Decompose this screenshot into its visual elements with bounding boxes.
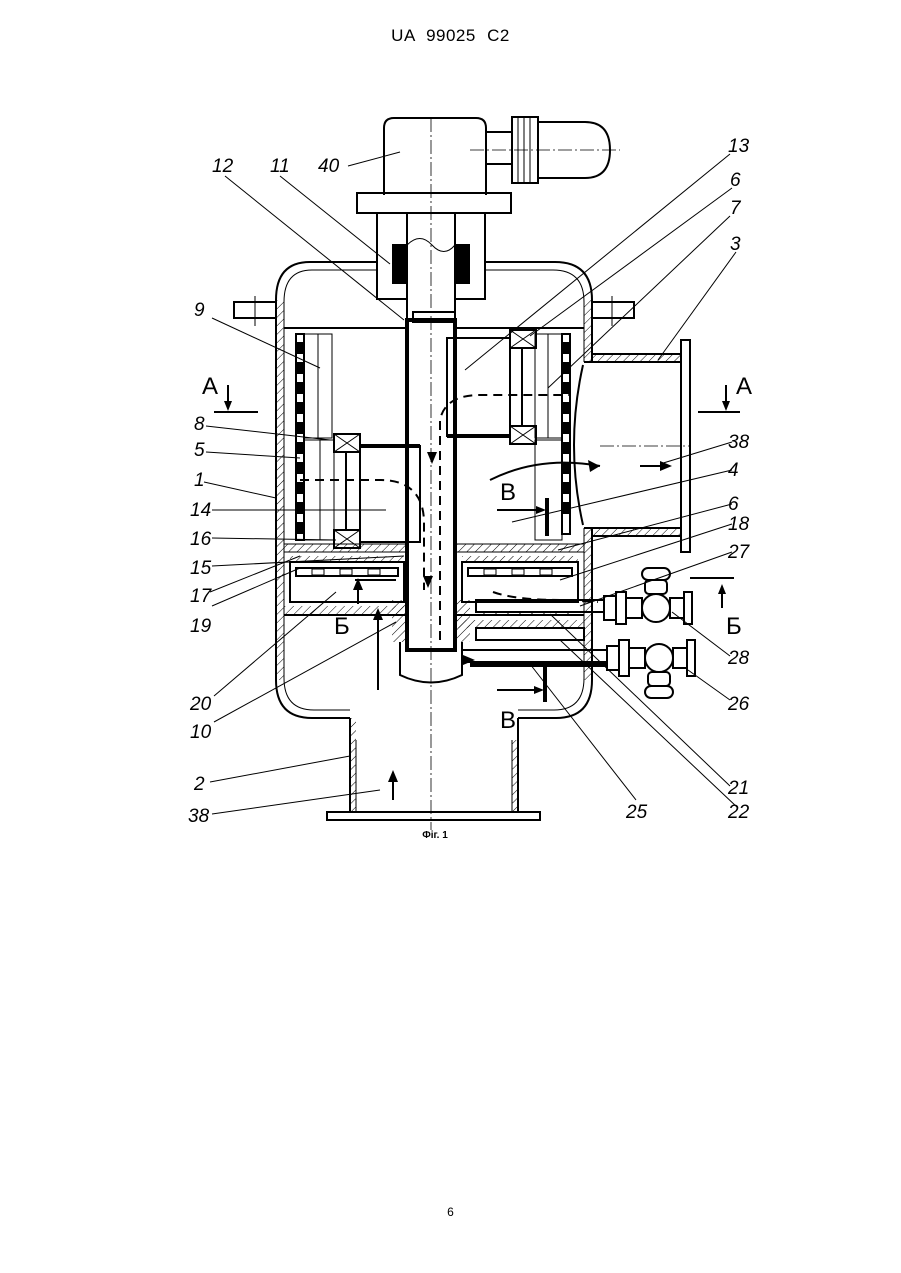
label-28: 28 [727, 648, 750, 669]
label-1: 1 [194, 470, 205, 491]
label-17: 17 [190, 586, 213, 607]
label-6-top: 6 [730, 170, 741, 191]
label-18: 18 [728, 514, 750, 535]
section-a-left: A [202, 373, 218, 400]
section-b-left: Б [334, 613, 350, 640]
figure-caption: Фіг. 1 [405, 830, 465, 841]
shaft-assembly [377, 118, 485, 830]
label-3: 3 [730, 234, 741, 255]
section-v-bottom: В [500, 707, 516, 734]
label-9: 9 [194, 300, 205, 321]
label-22: 22 [727, 802, 750, 823]
label-13: 13 [728, 136, 750, 157]
label-21: 21 [727, 778, 749, 799]
label-4: 4 [728, 460, 739, 481]
filter-left [296, 334, 420, 548]
label-12: 12 [212, 156, 234, 177]
label-11: 11 [270, 156, 290, 177]
label-2: 2 [193, 774, 205, 795]
filter-right [447, 330, 570, 540]
label-6-bottom: 6 [728, 494, 739, 515]
label-38-bottom: 38 [188, 806, 210, 827]
section-b-right: Б [726, 613, 742, 640]
label-20: 20 [189, 694, 212, 715]
section-a-right: A [736, 373, 752, 400]
label-14: 14 [190, 500, 211, 521]
label-16: 16 [190, 529, 212, 550]
label-38-right: 38 [728, 432, 750, 453]
page-number: 6 [0, 1205, 901, 1219]
label-10: 10 [190, 722, 212, 743]
label-19: 19 [190, 616, 212, 637]
label-7: 7 [730, 198, 742, 219]
label-15: 15 [190, 558, 212, 579]
label-40: 40 [318, 156, 340, 177]
part-labels: 40 12 11 13 6 7 3 9 8 5 1 14 16 15 17 19… [188, 136, 751, 827]
label-8: 8 [194, 414, 205, 435]
label-25: 25 [625, 802, 648, 823]
label-26: 26 [727, 694, 750, 715]
label-5: 5 [194, 440, 205, 461]
section-v-top: В [500, 479, 516, 506]
drive-unit [357, 117, 620, 213]
label-27: 27 [727, 542, 751, 563]
